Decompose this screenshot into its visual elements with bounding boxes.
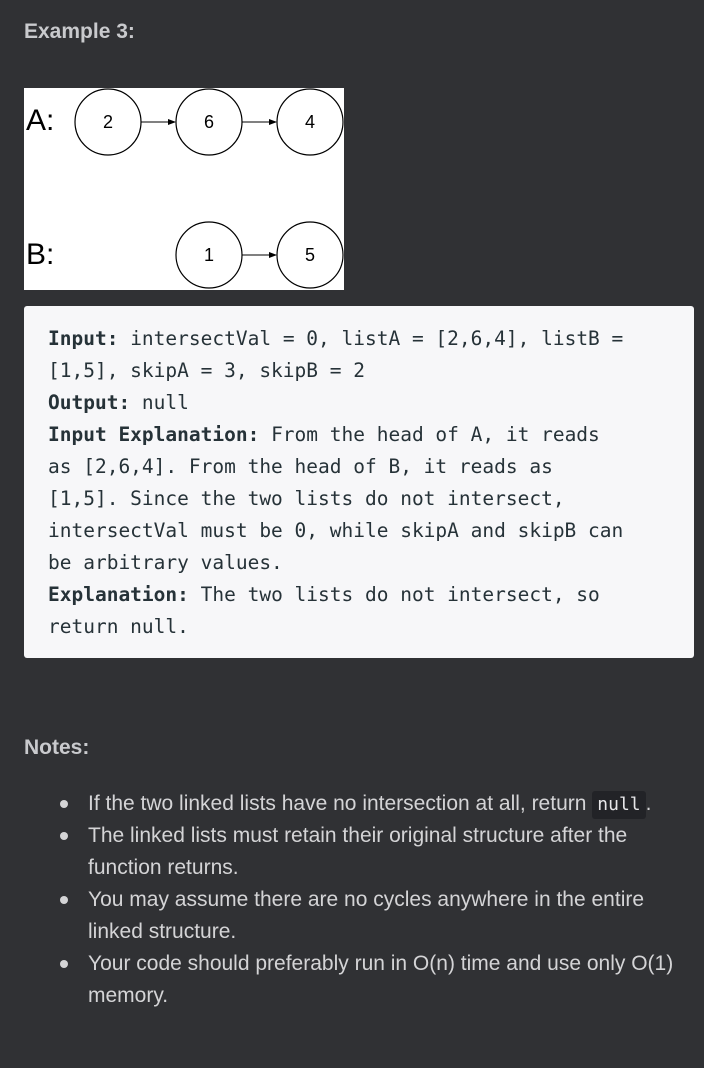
list-a-node-1: 2 [74, 88, 142, 156]
input-explanation-line-5: be arbitrary values. [48, 551, 283, 574]
inline-code-null: null [592, 791, 646, 819]
output-line: Output: null [48, 387, 694, 419]
input-label: Input: [48, 327, 119, 350]
node-value: 1 [204, 245, 214, 265]
input-line-1: Input: intersectVal = 0, listA = [2,6,4]… [48, 323, 694, 355]
note-item: You may assume there are no cycles anywh… [60, 884, 688, 948]
explanation-text: The two lists do not intersect, so [188, 583, 600, 606]
input-explanation-line-4: intersectVal must be 0, while skipA and … [48, 519, 624, 542]
explanation-line-2: return null. [48, 615, 189, 638]
note-suffix: . [645, 792, 652, 815]
list-a-node-3: 4 [276, 88, 344, 156]
note-item: Your code should preferably run in O(n) … [60, 948, 688, 1012]
node-value: 2 [103, 112, 113, 132]
note-item: The linked lists must retain their origi… [60, 820, 688, 884]
list-b-node-1: 1 [175, 221, 243, 289]
example-code-block: Input: intersectVal = 0, listA = [2,6,4]… [24, 306, 694, 658]
notes-title: Notes: [24, 736, 90, 759]
explanation-label: Explanation: [48, 583, 189, 606]
note-item: If the two linked lists have no intersec… [60, 788, 688, 820]
input-explanation-line-3: [1,5]. Since the two lists do not inters… [48, 487, 565, 510]
node-value: 4 [305, 112, 315, 132]
list-b-node-2: 5 [276, 221, 344, 289]
notes-list: If the two linked lists have no intersec… [60, 788, 688, 1012]
node-value: 6 [204, 112, 214, 132]
output-label: Output: [48, 391, 131, 414]
linked-list-diagram: A: 2 6 4 B: 1 5 [24, 88, 344, 290]
example-title: Example 3: [24, 20, 135, 43]
input-line-2: [1,5], skipA = 3, skipB = 2 [48, 359, 365, 382]
input-explanation-label: Input Explanation: [48, 423, 260, 446]
note-text: If the two linked lists have no intersec… [88, 792, 587, 815]
linked-list-svg: A: 2 6 4 B: 1 5 [26, 88, 344, 289]
input-explanation-line-2: as [2,6,4]. From the head of B, it reads… [48, 455, 553, 478]
node-value: 5 [305, 245, 315, 265]
list-a-label: A: [26, 104, 54, 137]
output-value: null [130, 391, 189, 414]
list-a-node-2: 6 [175, 88, 243, 156]
list-b-label: B: [26, 238, 54, 271]
input-explanation-line-1: Input Explanation: From the head of A, i… [48, 419, 694, 451]
input-explanation-text: From the head of A, it reads [259, 423, 600, 446]
input-value: intersectVal = 0, listA = [2,6,4], listB… [118, 327, 624, 350]
explanation-line-1: Explanation: The two lists do not inters… [48, 579, 694, 611]
